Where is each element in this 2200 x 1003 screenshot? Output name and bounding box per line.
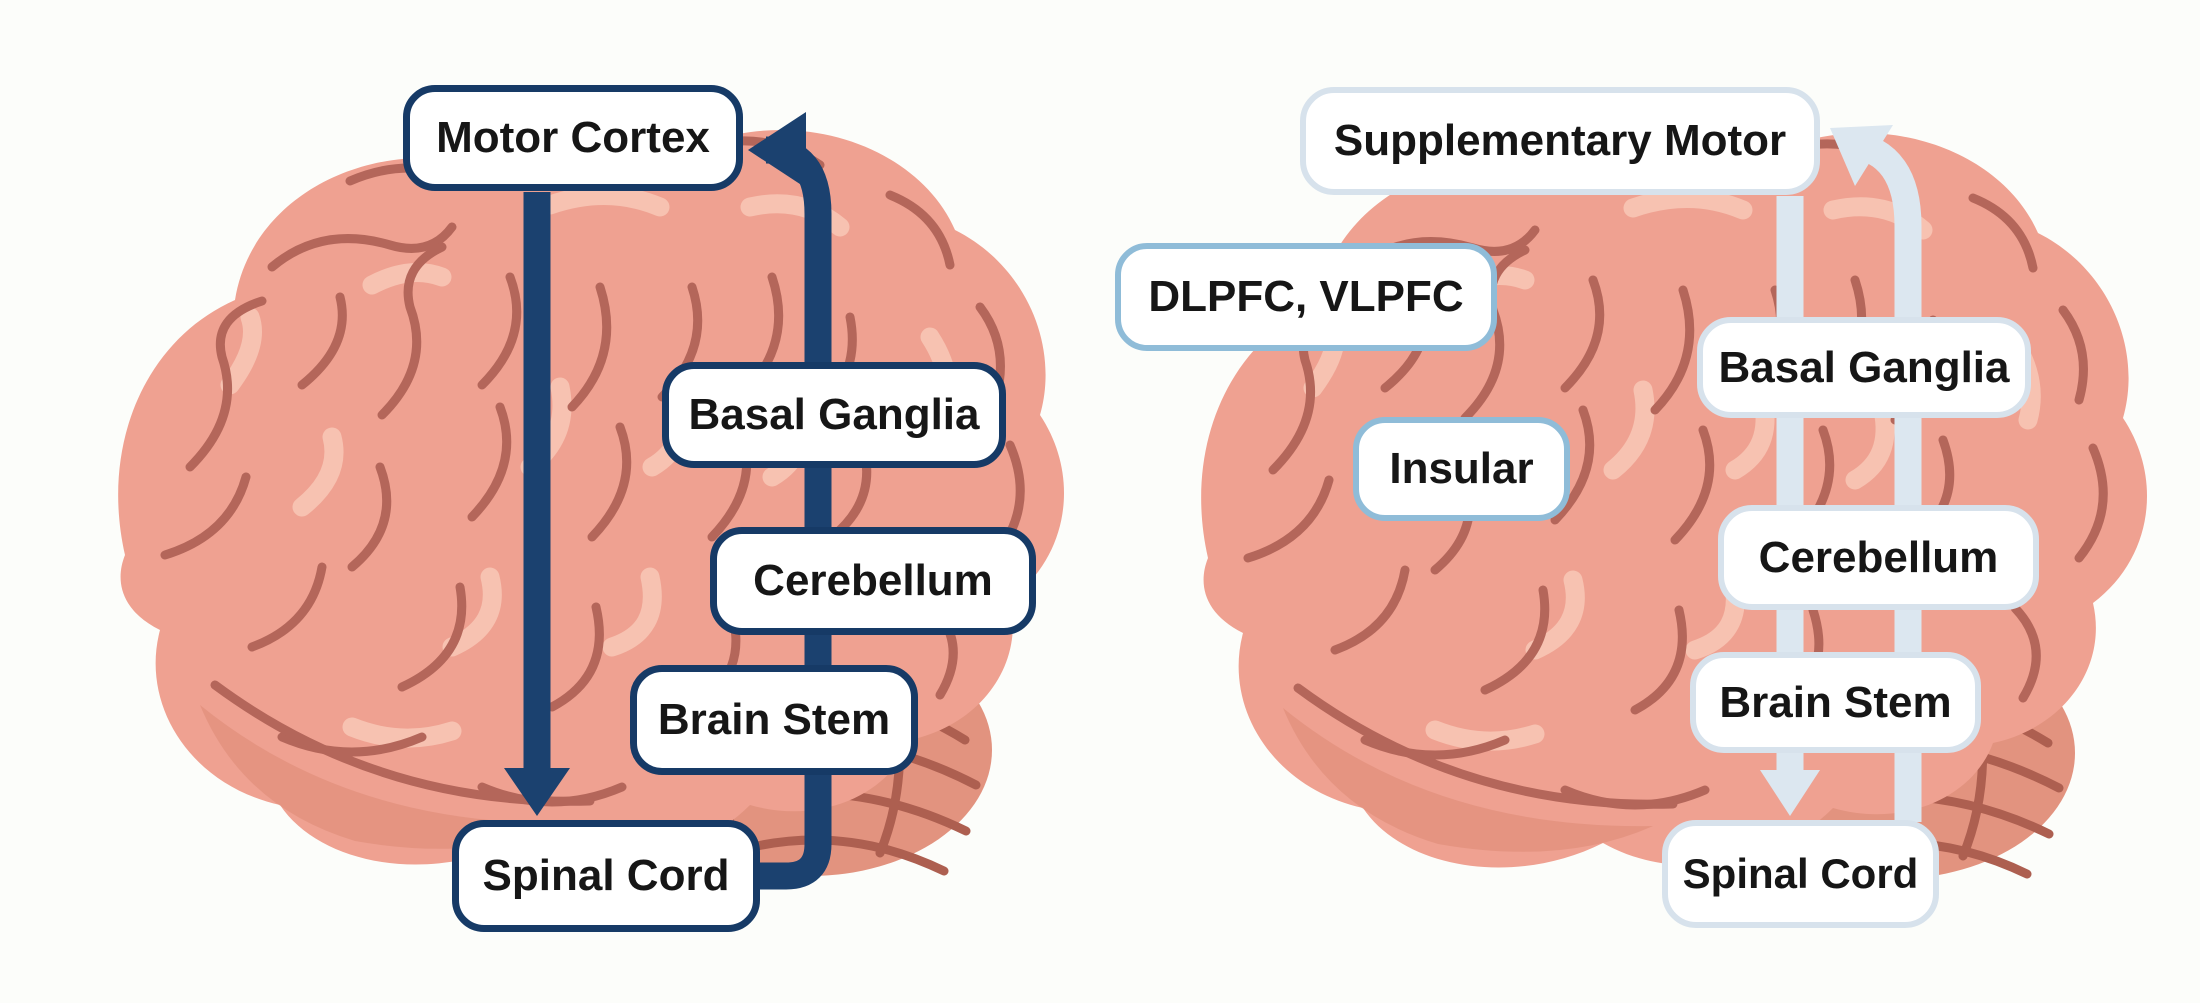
node-label: Cerebellum: [753, 556, 993, 605]
node-label: Brain Stem: [1719, 677, 1952, 727]
node-cerebellum-left: Cerebellum: [710, 527, 1036, 635]
node-cerebellum-right: Cerebellum: [1718, 505, 2039, 610]
node-dlpfc-vlpfc: DLPFC, VLPFC: [1115, 243, 1497, 351]
node-basal-ganglia-left: Basal Ganglia: [662, 362, 1006, 468]
node-motor-cortex: Motor Cortex: [403, 85, 743, 191]
node-insular: Insular: [1353, 417, 1570, 521]
node-supplementary-motor: Supplementary Motor: [1300, 87, 1820, 195]
left-descending-pathway-arrow: [504, 192, 570, 816]
node-label: Basal Ganglia: [1718, 342, 2010, 392]
node-label: Spinal Cord: [482, 851, 730, 900]
right-ascending-pathway-arrow: [1830, 125, 1922, 822]
node-brain-stem-right: Brain Stem: [1690, 652, 1981, 753]
node-label: Supplementary Motor: [1333, 116, 1787, 165]
left-ascending-pathway-arrow: [748, 112, 832, 890]
node-label: Cerebellum: [1758, 532, 1999, 582]
node-label: Basal Ganglia: [688, 390, 980, 439]
node-label: Brain Stem: [657, 695, 891, 744]
node-spinal-cord-right: Spinal Cord: [1662, 820, 1939, 928]
node-spinal-cord-left: Spinal Cord: [452, 820, 760, 932]
node-label: Motor Cortex: [436, 113, 710, 162]
node-basal-ganglia-right: Basal Ganglia: [1697, 317, 2031, 418]
node-label: DLPFC, VLPFC: [1148, 272, 1464, 321]
node-brain-stem-left: Brain Stem: [630, 665, 918, 775]
node-label: Insular: [1389, 444, 1534, 493]
node-label: Spinal Cord: [1682, 850, 1919, 897]
